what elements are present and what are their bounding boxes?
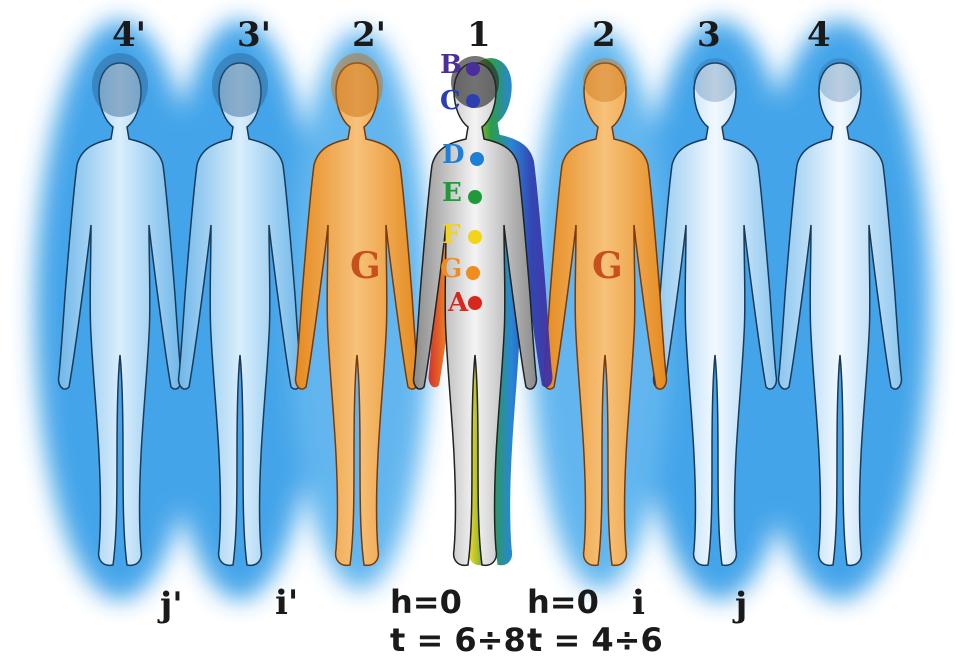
g-mark-right: G [592,248,623,284]
label-i: i [632,586,645,620]
chakra-dot-root [468,296,482,310]
chakra-dot-solar-plexus [468,230,482,244]
figure-number-4: 4 [807,18,831,52]
figure-number-4-prime: 4' [112,18,146,52]
figure-number-2: 2 [592,18,616,52]
label-t-left: t = 6÷8 [390,624,526,656]
label-h-zero: h=0 [527,586,599,618]
chakra-letter-e: E [442,180,462,206]
chakra-letter-c: C [440,88,461,114]
label-t-right: t = 4÷6 [527,624,663,656]
g-mark-left: G [350,248,381,284]
chakra-letter-a: A [448,290,468,316]
figure-number-1: 1 [467,18,491,52]
figure-number-3: 3 [697,18,721,52]
chakra-dot-throat [470,152,484,166]
figure-number-3-prime: 3' [237,18,271,52]
chakra-dot-crown [466,62,480,76]
chakra-letter-b: B [440,52,462,78]
chakra-letter-g: G [440,256,462,282]
label-j: j [735,588,747,622]
chakra-letter-d: D [442,142,465,168]
figure-number-2-prime: 2' [352,18,386,52]
chakra-letter-f: F [442,222,460,248]
chakra-dot-sacral [466,266,480,280]
label-j-prime: j' [160,588,183,622]
chakra-dot-brow [466,94,480,108]
label-i-prime: i' [275,586,298,620]
chakra-dot-heart [468,190,482,204]
label-h-prime-zero: h=0 [390,586,462,618]
